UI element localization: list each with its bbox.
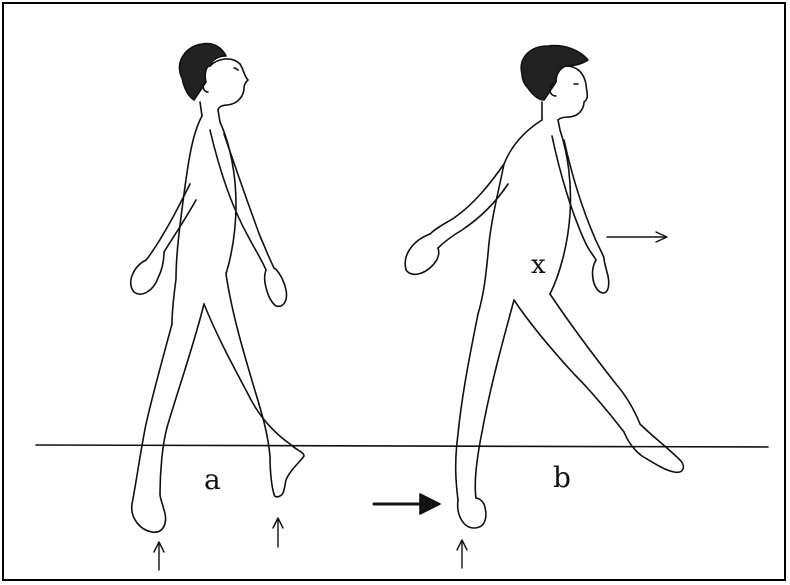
figure-b-front-hand: [593, 258, 609, 293]
figure-b-hair: [521, 46, 588, 100]
push-arrow: [374, 494, 440, 514]
walking-figure-b: [405, 46, 683, 528]
walking-figure-a: [131, 44, 304, 533]
contact-arrow-a-front: [273, 518, 283, 547]
walking-illustration: [4, 4, 790, 585]
ground-line: [36, 445, 768, 447]
motion-arrow: [607, 232, 667, 242]
label-figure-a: a: [204, 466, 221, 494]
figure-b-back-hand: [405, 234, 439, 274]
figure-b-trailing-foot: [624, 424, 683, 472]
label-figure-b: b: [553, 464, 571, 492]
figure-a-front-hand: [265, 268, 287, 306]
figure-a-hair: [179, 44, 226, 100]
figure-b-standing-foot: [458, 498, 486, 528]
contact-arrow-a-back: [154, 542, 164, 570]
figure-a-back-foot: [132, 494, 166, 532]
label-marker-x: x: [531, 252, 546, 278]
contact-arrow-b: [457, 540, 467, 568]
